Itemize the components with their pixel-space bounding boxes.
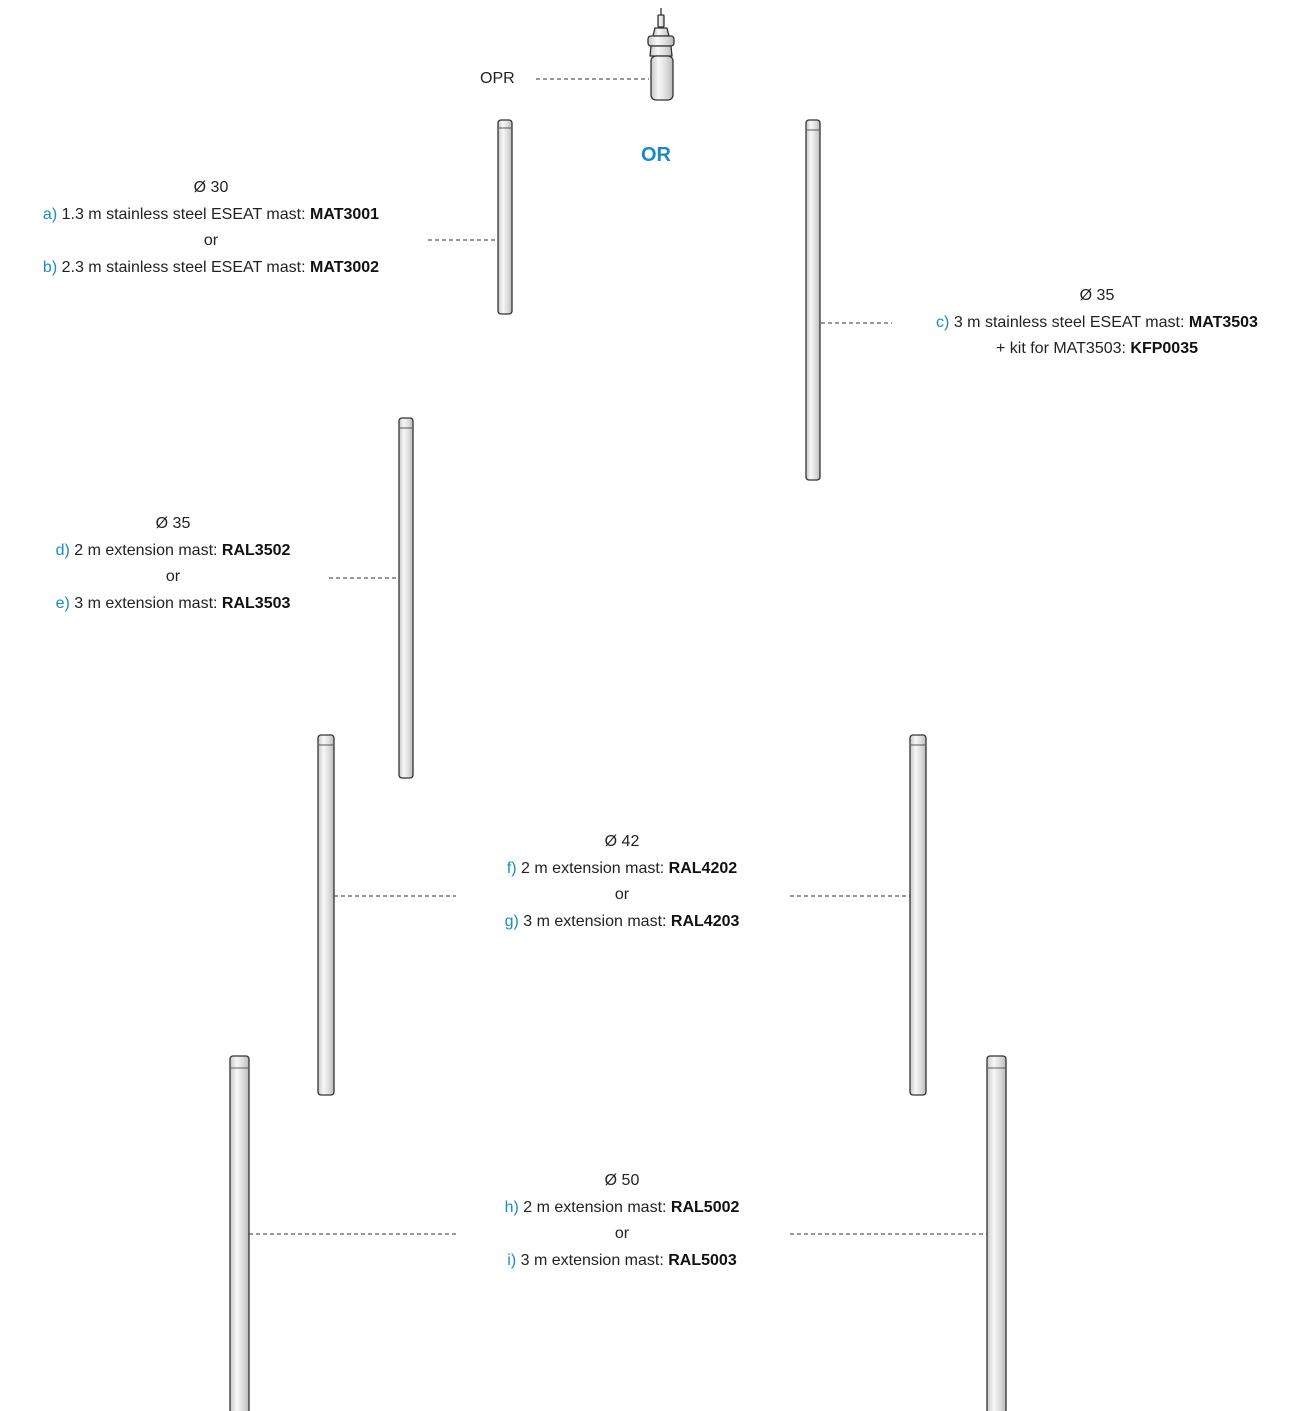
- opr-label: OPR: [480, 70, 515, 87]
- option-a-letter: a): [42, 205, 58, 223]
- option-c-text: 3 m stainless steel ESEAT mast:: [949, 313, 1189, 331]
- option-h-code: RAL5002: [670, 1198, 740, 1216]
- option-h-letter: h): [504, 1198, 519, 1216]
- option-b: b) 2.3 m stainless steel ESEAT mast: MAT…: [10, 255, 412, 282]
- diameter-35-c: Ø 35: [1079, 287, 1115, 304]
- option-g-letter: g): [504, 912, 519, 930]
- option-g: g) 3 m extension mast: RAL4203: [460, 909, 784, 936]
- option-h: h) 2 m extension mast: RAL5002: [460, 1195, 784, 1222]
- or-word: or: [614, 1225, 630, 1242]
- option-f-text: 2 m extension mast:: [516, 859, 669, 877]
- diameter-50: Ø 50: [604, 1172, 640, 1189]
- option-e-code: RAL3503: [221, 594, 291, 612]
- option-g-code: RAL4203: [670, 912, 740, 930]
- mast-50-right: [986, 1055, 1007, 1411]
- option-i-letter: i): [507, 1251, 517, 1269]
- option-f-letter: f): [506, 859, 517, 877]
- option-c: c) 3 m stainless steel ESEAT mast: MAT35…: [900, 310, 1294, 337]
- option-c-code: MAT3503: [1188, 313, 1258, 331]
- option-f: f) 2 m extension mast: RAL4202: [460, 856, 784, 883]
- option-a-text: 1.3 m stainless steel ESEAT mast:: [57, 205, 310, 223]
- mast-30: [497, 119, 513, 315]
- label-group-42: Ø 42 f) 2 m extension mast: RAL4202 or g…: [460, 829, 784, 935]
- or-word: or: [165, 568, 181, 585]
- opr-device: [647, 8, 675, 101]
- option-i-text: 3 m extension mast:: [516, 1251, 669, 1269]
- mast-35-extension: [398, 417, 414, 779]
- option-d-text: 2 m extension mast:: [69, 541, 222, 559]
- option-i: i) 3 m extension mast: RAL5003: [460, 1248, 784, 1275]
- or-word: or: [614, 886, 630, 903]
- option-c-letter: c): [936, 313, 950, 331]
- label-group-35-c: Ø 35 c) 3 m stainless steel ESEAT mast: …: [900, 283, 1294, 363]
- kit-line: + kit for MAT3503: KFP0035: [900, 336, 1294, 363]
- mast-35-c: [805, 119, 821, 481]
- option-a: a) 1.3 m stainless steel ESEAT mast: MAT…: [10, 202, 412, 229]
- option-b-letter: b): [42, 258, 58, 276]
- option-e-text: 3 m extension mast:: [69, 594, 222, 612]
- or-word: or: [203, 232, 219, 249]
- diameter-30: Ø 30: [193, 179, 229, 196]
- label-group-35-de: Ø 35 d) 2 m extension mast: RAL3502 or e…: [30, 511, 316, 617]
- option-d-code: RAL3502: [221, 541, 291, 559]
- mast-50-left: [229, 1055, 250, 1411]
- mast-42-right: [909, 734, 927, 1096]
- or-separator: OR: [641, 144, 671, 166]
- diameter-42: Ø 42: [604, 833, 640, 850]
- kit-text: + kit for MAT3503:: [995, 340, 1131, 357]
- option-a-code: MAT3001: [310, 205, 380, 223]
- diameter-35-de: Ø 35: [155, 515, 191, 532]
- label-group-30: Ø 30 a) 1.3 m stainless steel ESEAT mast…: [10, 175, 412, 281]
- option-e-letter: e): [55, 594, 70, 612]
- option-h-text: 2 m extension mast:: [518, 1198, 671, 1216]
- kit-code: KFP0035: [1130, 340, 1198, 357]
- option-f-code: RAL4202: [668, 859, 738, 877]
- option-d-letter: d): [55, 541, 70, 559]
- option-b-text: 2.3 m stainless steel ESEAT mast:: [57, 258, 310, 276]
- option-e: e) 3 m extension mast: RAL3503: [30, 591, 316, 618]
- option-d: d) 2 m extension mast: RAL3502: [30, 538, 316, 565]
- option-i-code: RAL5003: [668, 1251, 737, 1269]
- option-b-code: MAT3002: [310, 258, 380, 276]
- mast-42-left: [317, 734, 335, 1096]
- label-group-50: Ø 50 h) 2 m extension mast: RAL5002 or i…: [460, 1168, 784, 1274]
- option-g-text: 3 m extension mast:: [518, 912, 671, 930]
